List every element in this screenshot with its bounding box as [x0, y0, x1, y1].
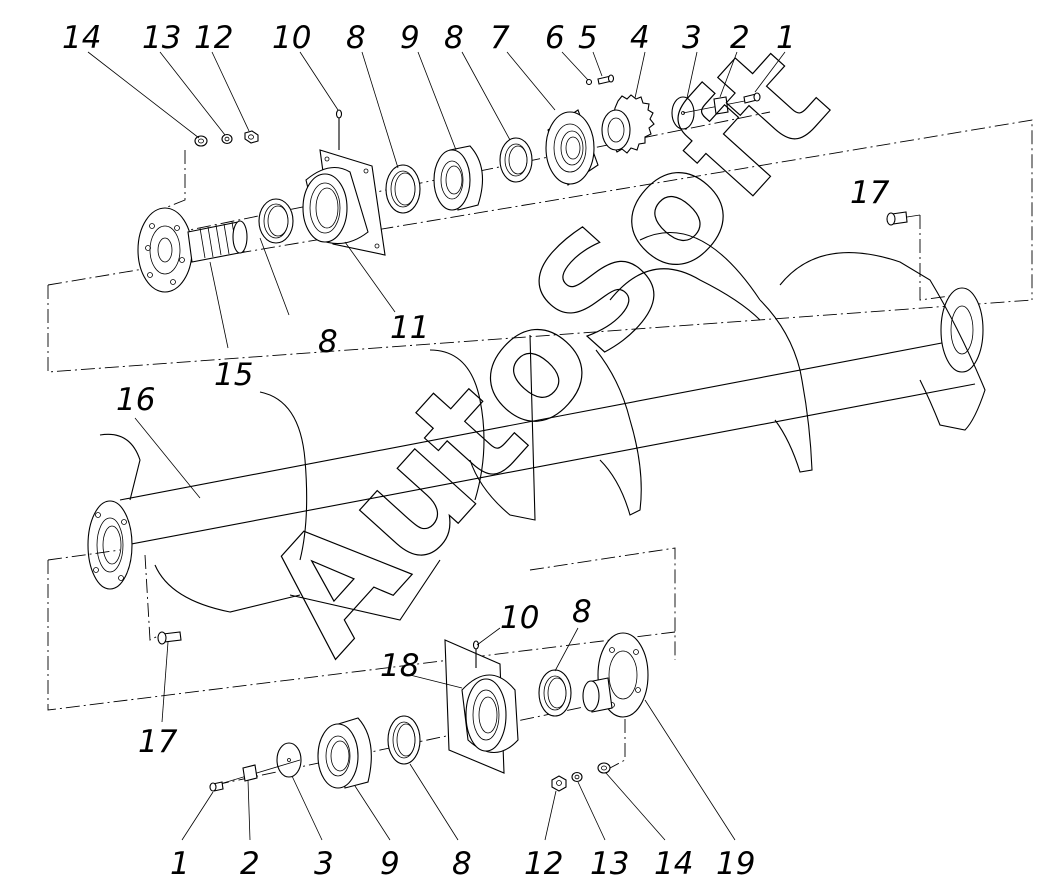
part-2-tab-washer — [713, 96, 729, 115]
part-8-seal-ring-center — [385, 164, 421, 214]
callout-3-bottom: 3 — [314, 846, 334, 882]
callouts-lower: 10 8 18 17 — [138, 594, 592, 760]
part-8-seal-ring-lower-left — [387, 715, 421, 765]
callout-11-mid: 11 — [390, 310, 429, 346]
part-5-bolt-small — [597, 74, 615, 85]
callout-15-mid: 15 — [214, 357, 253, 393]
part-4-sprocket — [601, 94, 655, 154]
part-17-bolt-right — [886, 211, 921, 226]
part-1-bolt-bottom — [209, 781, 224, 792]
callout-17-lower: 17 — [138, 724, 178, 760]
part-1-bolt — [743, 92, 761, 104]
part-11-bearing-housing — [302, 149, 386, 256]
callout-13-bottom: 13 — [590, 846, 629, 882]
leader-lines — [87, 51, 786, 841]
part-8-seal-ring-left — [258, 198, 294, 244]
callouts-bottom: 1 2 3 9 8 12 13 14 19 — [170, 846, 755, 882]
part-15-flange-shaft — [137, 207, 248, 293]
callout-18-lower: 18 — [380, 648, 419, 684]
part-6-washer-small — [585, 78, 593, 86]
part-16-auger — [87, 231, 986, 621]
callout-16-mid: 16 — [116, 382, 155, 418]
callout-10-top: 10 — [272, 20, 311, 56]
callout-1-bottom: 1 — [170, 846, 190, 882]
callout-8-top-a: 8 — [346, 20, 366, 56]
part-17-bolt-left — [157, 631, 182, 645]
callouts-top: 14 13 12 10 8 9 8 7 6 5 4 3 2 1 — [62, 20, 796, 56]
part-18-bearing-housing — [444, 639, 519, 774]
part-14-washer-bottom — [597, 762, 611, 774]
callout-8-lower: 8 — [572, 594, 592, 630]
part-10-grease-nipple-bottom — [472, 640, 480, 668]
part-3-end-disc-bottom — [276, 742, 302, 778]
callout-10-lower: 10 — [500, 600, 539, 636]
callout-19-bottom: 19 — [716, 846, 755, 882]
part-9-bearing-bottom — [317, 717, 372, 789]
callout-2-top: 2 — [730, 20, 750, 56]
callout-7-top: 7 — [490, 20, 510, 56]
callout-8-bottom: 8 — [452, 846, 472, 882]
part-13-lock-washer — [221, 133, 233, 145]
part-8-seal-ring-lower-right — [538, 669, 572, 717]
part-14-washer — [194, 135, 208, 147]
callout-12-bottom: 12 — [524, 846, 563, 882]
callout-13-top: 13 — [142, 20, 181, 56]
callout-2-bottom: 2 — [240, 846, 260, 882]
callout-8-top-b: 8 — [444, 20, 464, 56]
part-12-nut-bottom — [551, 775, 567, 792]
callout-17-right: 17 — [850, 175, 890, 211]
callout-4-top: 4 — [630, 20, 650, 56]
callout-6-top: 6 — [545, 20, 565, 56]
part-7-flange-cover — [545, 109, 599, 186]
callout-5-top: 5 — [578, 20, 598, 56]
callout-3-top: 3 — [682, 20, 702, 56]
callout-9-bottom: 9 — [380, 846, 400, 882]
callout-9-top: 9 — [400, 20, 420, 56]
callout-1-top: 1 — [776, 20, 796, 56]
callouts-mid: 8 11 15 16 — [116, 310, 429, 418]
callout-8-mid: 8 — [318, 324, 338, 360]
part-10-grease-nipple-top — [335, 109, 343, 150]
callout-14-top: 14 — [62, 20, 101, 56]
part-2-tab-washer-bottom — [242, 764, 258, 782]
part-13-lock-washer-bottom — [571, 771, 583, 783]
part-12-nut — [244, 130, 259, 144]
callout-12-top: 12 — [194, 20, 233, 56]
callout-14-bottom: 14 — [654, 846, 693, 882]
part-8-seal-ring-right — [499, 137, 533, 183]
part-9-bearing-top — [433, 145, 483, 211]
part-19-flange-stub — [582, 632, 649, 718]
